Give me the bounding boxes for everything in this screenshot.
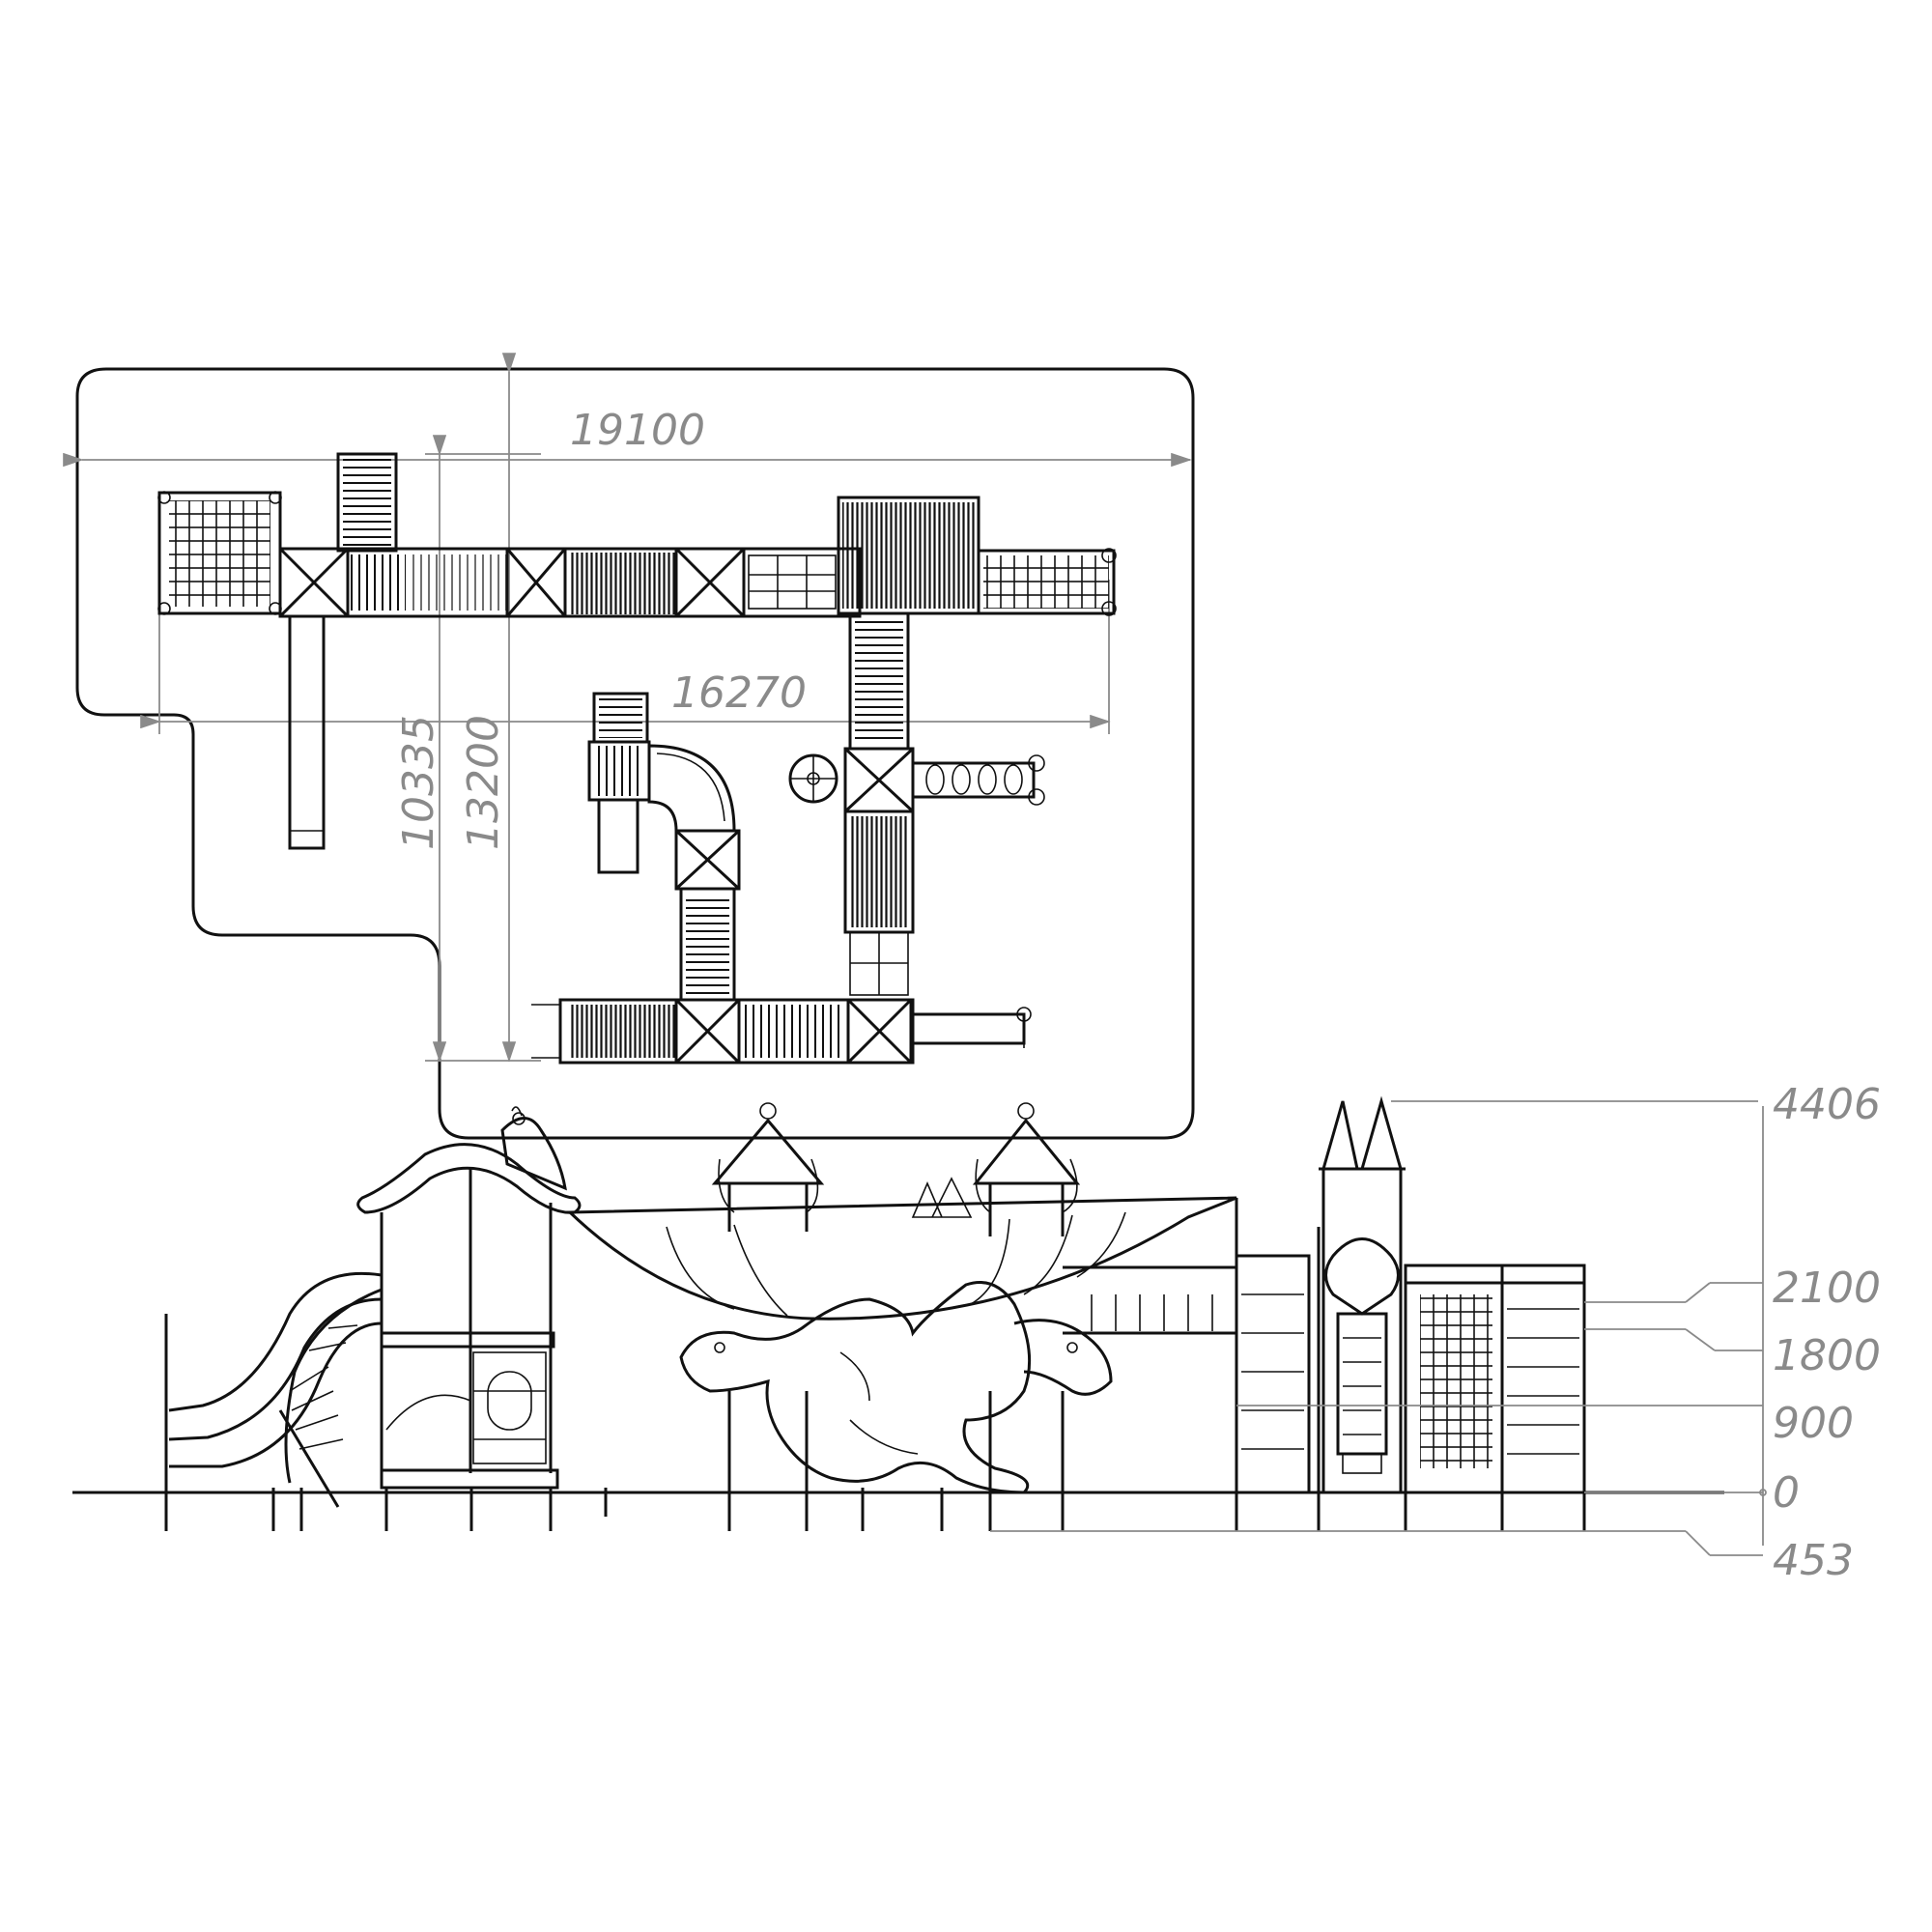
plan-rings-bridge <box>911 754 1045 806</box>
height-mark-900: 900 <box>1773 1399 1854 1448</box>
dim-depth-a: 10335 <box>394 715 443 850</box>
height-mark-0: 0 <box>1773 1468 1800 1518</box>
height-mark-1800: 1800 <box>1773 1331 1881 1380</box>
elevation-middle-tower-2 <box>972 1102 1081 1236</box>
elevation-canopy <box>566 1196 1238 1488</box>
elevation-view: 4406 2100 1800 900 0 453 <box>72 1080 1881 1585</box>
site-boundary <box>75 367 1195 1140</box>
plan-view: 19100 16270 10335 13200 <box>63 353 1195 1140</box>
elevation-climbing-frame <box>1404 1264 1586 1488</box>
elevation-height-leaders <box>990 1100 1767 1556</box>
dim-inner-width: 16270 <box>671 668 807 718</box>
plan-top-ladder <box>336 452 398 553</box>
plan-middle-connector <box>674 829 741 1002</box>
plan-right-tower <box>837 496 1117 616</box>
elevation-left-tower <box>164 1143 582 1508</box>
elevation-palm-roof-left <box>500 1106 567 1191</box>
elevation-middle-tower-1 <box>711 1102 825 1232</box>
elevation-dinosaur <box>679 1281 1113 1494</box>
height-mark-453: 453 <box>1773 1536 1854 1585</box>
plan-left-tower <box>157 491 282 615</box>
plan-bottom-walkway <box>531 998 1032 1065</box>
plan-left-slide <box>288 614 326 850</box>
plan-wheel <box>788 753 838 804</box>
plan-main-walkway <box>278 547 862 618</box>
dim-overall-width: 19100 <box>570 406 705 455</box>
elevation-small-roofs <box>911 1177 973 1218</box>
elevation-posts <box>164 1227 1586 1531</box>
height-mark-4406: 4406 <box>1773 1080 1881 1129</box>
dim-depth-b: 13200 <box>459 715 508 850</box>
elevation-horned-tower <box>1319 1095 1406 1492</box>
height-mark-2100: 2100 <box>1773 1264 1881 1313</box>
elevation-right-deck <box>1063 1254 1311 1494</box>
plan-middle-tower <box>587 692 736 874</box>
plan-vertical-ladder <box>843 611 915 996</box>
